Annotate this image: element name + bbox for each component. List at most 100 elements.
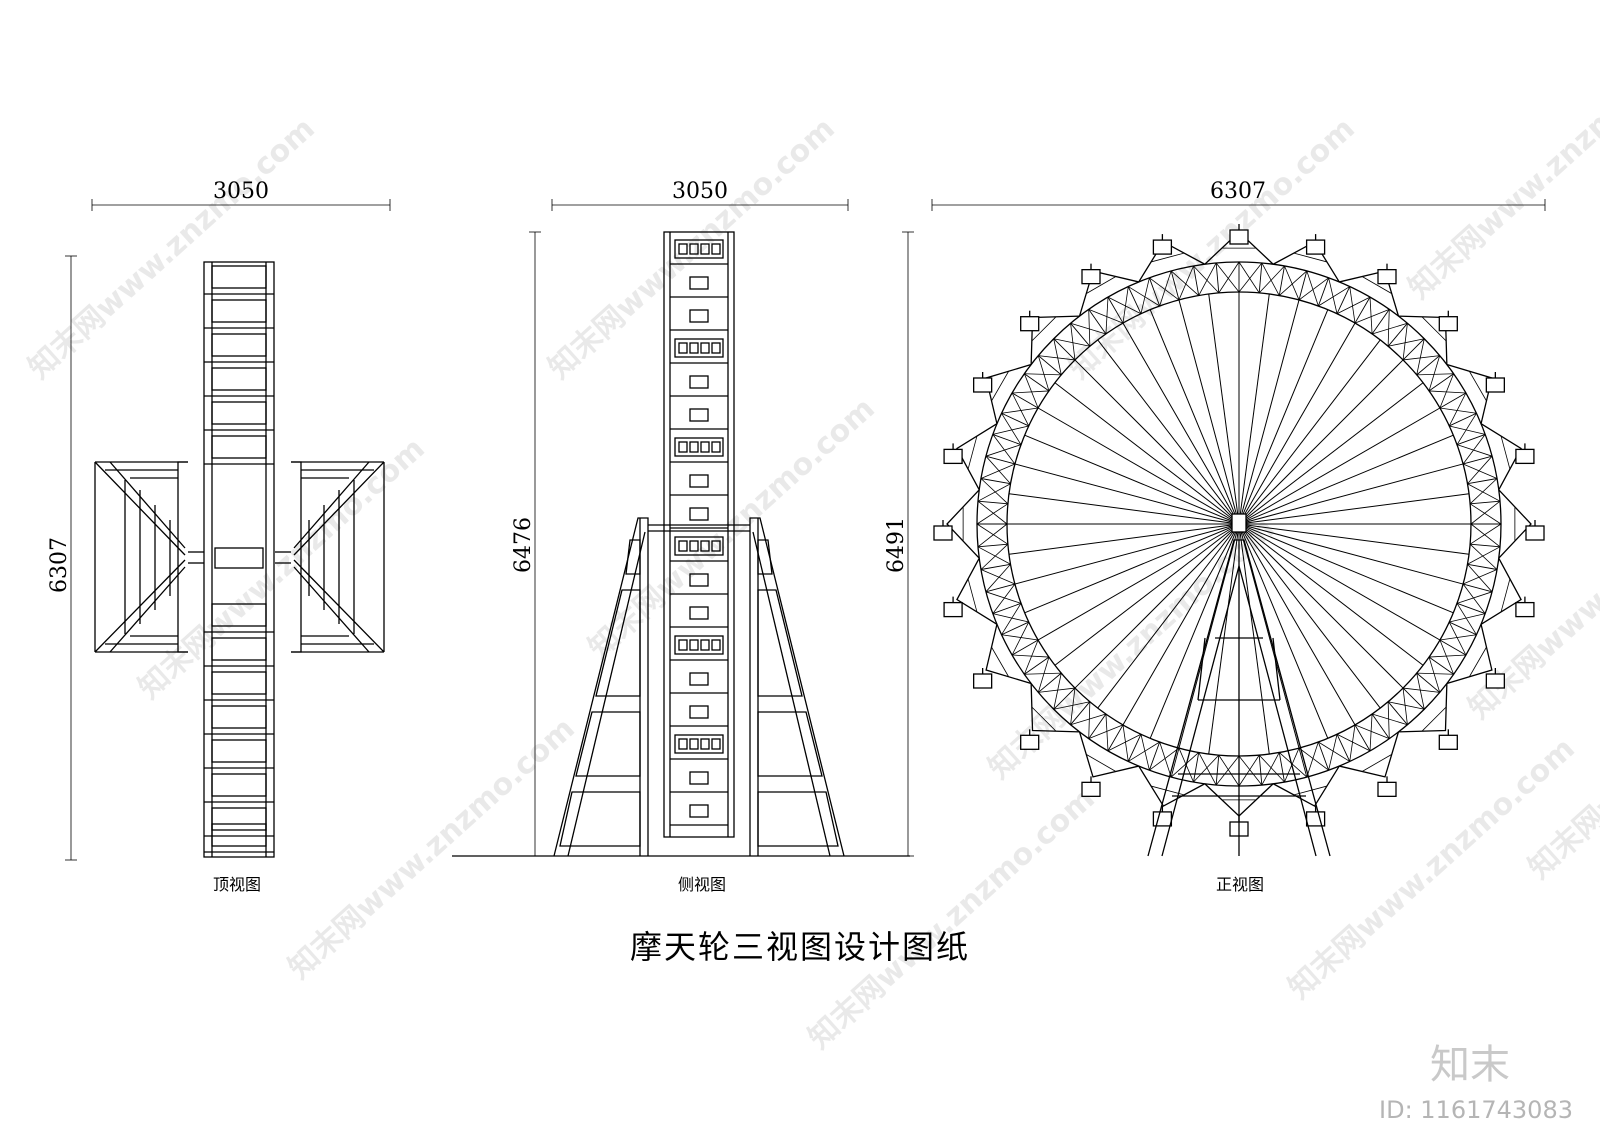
front-view-label: 正视图 [1216, 875, 1264, 894]
wheel-spoke [1238, 523, 1300, 749]
wheel-tooth [1480, 557, 1522, 625]
wheel-spoke [1238, 299, 1300, 525]
wheel-spoke [1178, 523, 1240, 749]
side-view-label: 侧视图 [678, 875, 726, 894]
top-cabin [211, 773, 267, 797]
side-left-a-frame [553, 517, 649, 857]
wheel-cabin [1485, 668, 1505, 689]
wheel-cabin [1081, 776, 1101, 797]
top-cabin [211, 265, 267, 289]
brand-id: ID: 1161743083 [1379, 1096, 1573, 1124]
wheel-spoke [1122, 523, 1240, 726]
side-cabin [674, 437, 724, 457]
side-cabin [674, 635, 724, 655]
wheel-tooth [1138, 765, 1206, 807]
top-cabin [211, 367, 267, 391]
top-view-width-dim-text: 3050 [213, 179, 269, 204]
watermark-text: 知末网www.znzmo.com [282, 711, 582, 986]
wheel-cabin [1152, 234, 1173, 255]
side-cabin [674, 239, 724, 259]
side-view: 3050 6476 [452, 179, 910, 894]
wheel-tooth [1446, 624, 1493, 685]
top-wheel-outline [203, 261, 275, 858]
top-cabins [204, 265, 274, 853]
wheel-spoke [1054, 523, 1240, 666]
side-cabin [674, 536, 724, 556]
wheel-tooth [1480, 423, 1522, 491]
front-support-tower [1147, 539, 1331, 857]
wheel-spoke [1238, 523, 1424, 666]
wheel-spoke [1024, 434, 1240, 525]
top-cabin [211, 603, 267, 627]
wheel-cabin [1152, 805, 1173, 827]
wheel-spoke [1238, 339, 1381, 525]
front-view-width-dimension [931, 199, 1546, 211]
wheel-cabin [1485, 372, 1505, 393]
top-cabin [211, 333, 267, 357]
side-cabin [674, 734, 724, 754]
drawing-title: 摩天轮三视图设计图纸 [630, 928, 970, 966]
watermark-text: 知末网www.znzmo.com [802, 781, 1102, 1056]
wheel-spoke [1024, 523, 1240, 614]
wheel-spoke [1238, 523, 1356, 726]
wheel-spoke [1238, 523, 1454, 614]
wheel-cabin [1525, 520, 1545, 541]
wheel-spoke [1208, 293, 1240, 525]
wheel-cabin [973, 668, 993, 689]
top-view-height-dim-text: 6307 [47, 537, 72, 593]
side-cabin [674, 338, 724, 358]
wheel-spoke [1238, 322, 1356, 525]
top-view-height-dimension [65, 255, 77, 861]
wheel-tooth [985, 624, 1032, 685]
wheel-spoke [1238, 523, 1441, 641]
wheel-cabin [1305, 234, 1326, 255]
top-cabin [211, 637, 267, 661]
wheel-cabin [1305, 805, 1326, 827]
front-view-height-dimension [902, 231, 914, 857]
top-hub [214, 547, 264, 569]
watermark-text: 知末网www.znzmo.com [22, 111, 322, 386]
wheel-cabin [1229, 224, 1249, 245]
wheel-spoke [1122, 322, 1240, 525]
wheel-spoke [1238, 523, 1470, 555]
wheel-spoke [1074, 359, 1240, 525]
top-cabin [211, 739, 267, 763]
top-cabin [211, 823, 267, 847]
wheel-tooth [1398, 683, 1448, 733]
wheel-spoke [1054, 382, 1240, 525]
wheel-spoke [1238, 523, 1404, 689]
top-view-width-dimension [91, 199, 391, 211]
side-view-width-dim-text: 3050 [672, 179, 728, 204]
wheel-cabin [1377, 263, 1397, 285]
top-cabin [211, 401, 267, 425]
wheel-spoke [1014, 523, 1240, 585]
wheel-spoke [1238, 463, 1464, 525]
wheel-cabin [1515, 443, 1535, 465]
front-view-height-dim-text: 6491 [884, 517, 909, 573]
wheel-spoke [1097, 339, 1240, 525]
wheel-spoke [1149, 523, 1240, 739]
wheel-cabin [1377, 776, 1397, 797]
top-cabin [211, 671, 267, 695]
wheel-spoke [1178, 299, 1240, 525]
wheel-cabin [1438, 729, 1458, 750]
wheel-spoke [1238, 523, 1270, 755]
front-view: 6307 6491 正视图 [884, 179, 1546, 894]
watermark-text: 知末网www.znzmo.com [542, 111, 842, 386]
wheel-tooth [956, 423, 998, 491]
wheel-cabin [1081, 263, 1101, 285]
wheel-spoke [1008, 523, 1240, 555]
top-cabin [211, 435, 267, 459]
wheel-spoke [1037, 523, 1240, 641]
side-right-a-frame [749, 517, 845, 857]
wheel-tooth [1030, 683, 1080, 733]
wheel-spoke [1238, 523, 1329, 739]
wheel-spoke [1097, 523, 1240, 709]
wheel-spoke [1037, 407, 1240, 525]
wheel-cabin [1020, 729, 1040, 750]
wheel-spoke [1238, 407, 1441, 525]
wheel-cabin [1438, 310, 1458, 332]
wheel-spoke [1238, 434, 1454, 525]
